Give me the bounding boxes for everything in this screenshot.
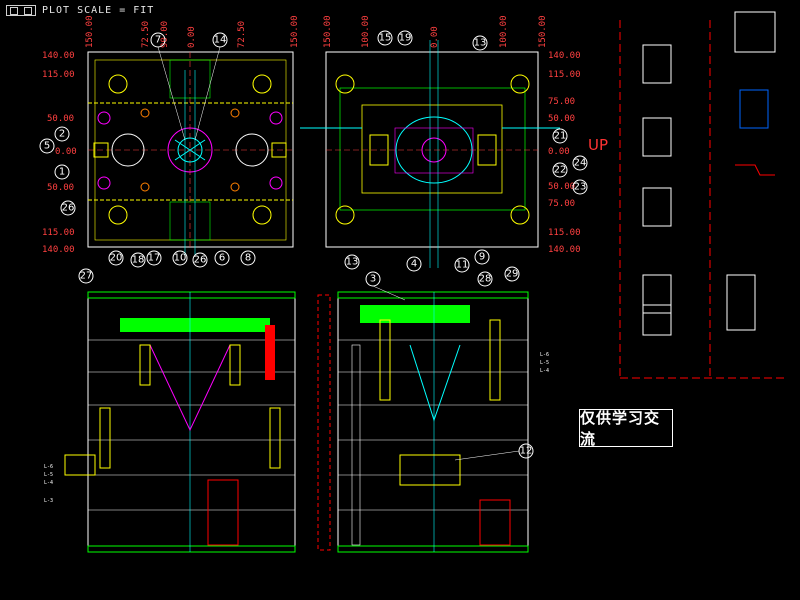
side-label-right-1: L-5 bbox=[540, 360, 549, 366]
dim-top-right-4: 150.00 bbox=[538, 15, 548, 48]
viewport-controls-icon[interactable] bbox=[6, 5, 36, 16]
callout-bubbles: 7 14 2 5 1 26 20 18 17 10 26 6 8 15 19 1… bbox=[39, 30, 588, 461]
detail-thumbnails bbox=[619, 11, 785, 379]
callout-19: 19 bbox=[399, 33, 412, 44]
dim-right-4: 0.00 bbox=[548, 147, 570, 157]
callout-5: 5 bbox=[44, 141, 50, 152]
dim-left-4: 50.00 bbox=[47, 183, 74, 193]
side-label-left-2: L-4 bbox=[44, 480, 53, 486]
dim-top-left-3: 0.00 bbox=[187, 26, 197, 48]
side-label-right-0: L-6 bbox=[540, 352, 549, 358]
side-label-left-1: L-5 bbox=[44, 472, 53, 478]
callout-26-a: 26 bbox=[62, 203, 75, 214]
dim-left-5: 115.00 bbox=[42, 228, 75, 238]
callout-20: 20 bbox=[110, 253, 123, 264]
dim-right-2: 75.00 bbox=[548, 97, 575, 107]
dim-left-2: 50.00 bbox=[47, 114, 74, 124]
callout-2: 2 bbox=[59, 129, 65, 140]
callout-23: 23 bbox=[574, 182, 587, 193]
callout-8: 8 bbox=[245, 253, 251, 264]
dim-top-left-0: 150.00 bbox=[85, 15, 95, 48]
callout-13-a: 13 bbox=[346, 257, 359, 268]
callout-15: 15 bbox=[379, 33, 392, 44]
dim-top-right-3: 100.00 bbox=[499, 15, 509, 48]
callout-10: 10 bbox=[174, 253, 187, 264]
callout-27: 27 bbox=[80, 271, 93, 282]
dim-left-3: 0.00 bbox=[55, 147, 77, 157]
dim-right-5: 50.00 bbox=[548, 182, 575, 192]
up-direction-label: UP bbox=[588, 136, 609, 154]
callout-26-b: 26 bbox=[194, 255, 207, 266]
dim-top-right-0: 150.00 bbox=[323, 15, 333, 48]
dim-top-left-2: 90.00 bbox=[160, 21, 170, 48]
side-labels: L-6 L-5 L-4 L-3 L-6 L-5 L-4 bbox=[44, 352, 549, 504]
callout-22: 22 bbox=[554, 165, 567, 176]
dim-left-6: 140.00 bbox=[42, 245, 75, 255]
dim-top-left-4: 72.50 bbox=[237, 21, 247, 48]
top-left-dimensions: 150.00 72.50 90.00 0.00 72.50 150.00 140… bbox=[42, 15, 300, 255]
callout-17: 17 bbox=[148, 253, 161, 264]
dim-right-1: 115.00 bbox=[548, 70, 581, 80]
dim-top-left-1: 72.50 bbox=[141, 21, 151, 48]
viewport-header: PLOT SCALE = FIT bbox=[0, 0, 800, 20]
callout-21: 21 bbox=[554, 131, 567, 142]
dim-right-7: 115.00 bbox=[548, 228, 581, 238]
dim-right-0: 140.00 bbox=[548, 51, 581, 61]
side-label-left-3: L-3 bbox=[44, 498, 53, 504]
callout-11: 11 bbox=[456, 260, 469, 271]
top-left-plan-view bbox=[87, 51, 294, 255]
callout-28: 28 bbox=[479, 274, 492, 285]
callout-14: 14 bbox=[214, 35, 227, 46]
callout-12: 12 bbox=[520, 446, 533, 457]
callout-24: 24 bbox=[574, 158, 587, 169]
side-label-right-2: L-4 bbox=[540, 368, 549, 374]
callout-4: 4 bbox=[411, 259, 417, 270]
callout-9: 9 bbox=[479, 252, 485, 263]
callout-13-b: 13 bbox=[474, 38, 487, 49]
callout-29: 29 bbox=[506, 269, 519, 280]
callout-3: 3 bbox=[370, 274, 376, 285]
notice-box: 仅供学习交流 bbox=[579, 409, 673, 448]
dim-right-8: 140.00 bbox=[548, 245, 581, 255]
bottom-left-section-view bbox=[64, 291, 296, 553]
dim-right-6: 75.00 bbox=[548, 199, 575, 209]
dim-top-left-5: 150.00 bbox=[290, 15, 300, 48]
dim-left-1: 115.00 bbox=[42, 70, 75, 80]
dim-top-right-1: 100.00 bbox=[361, 15, 371, 48]
side-label-left-0: L-6 bbox=[44, 464, 53, 470]
bottom-right-section-view bbox=[317, 291, 529, 553]
callout-18: 18 bbox=[132, 255, 145, 266]
dim-right-3: 50.00 bbox=[548, 114, 575, 124]
dim-top-right-2: 0.00 bbox=[430, 26, 440, 48]
callout-1: 1 bbox=[59, 167, 65, 178]
top-right-plan-view bbox=[300, 40, 560, 268]
dim-left-0: 140.00 bbox=[42, 51, 75, 61]
top-right-dimensions: 150.00 100.00 0.00 100.00 150.00 140.00 … bbox=[323, 15, 581, 255]
callout-7: 7 bbox=[155, 35, 161, 46]
plot-scale-label: PLOT SCALE = FIT bbox=[42, 5, 155, 16]
callout-6: 6 bbox=[219, 253, 225, 264]
